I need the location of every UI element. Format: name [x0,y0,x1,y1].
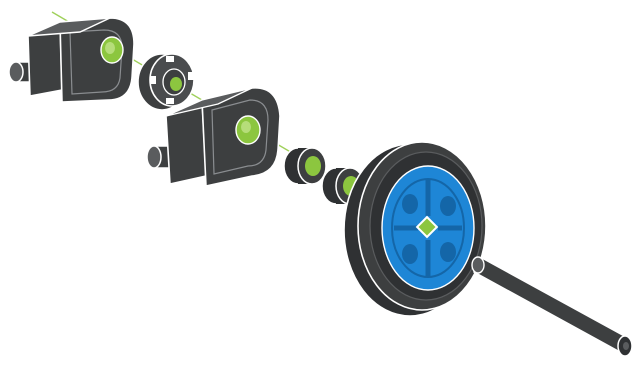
motor-block-icon [9,18,134,102]
spacer-icon [284,148,326,184]
axle-icon [472,257,632,356]
wheel-icon [344,142,486,316]
bushing-icon [138,54,194,110]
